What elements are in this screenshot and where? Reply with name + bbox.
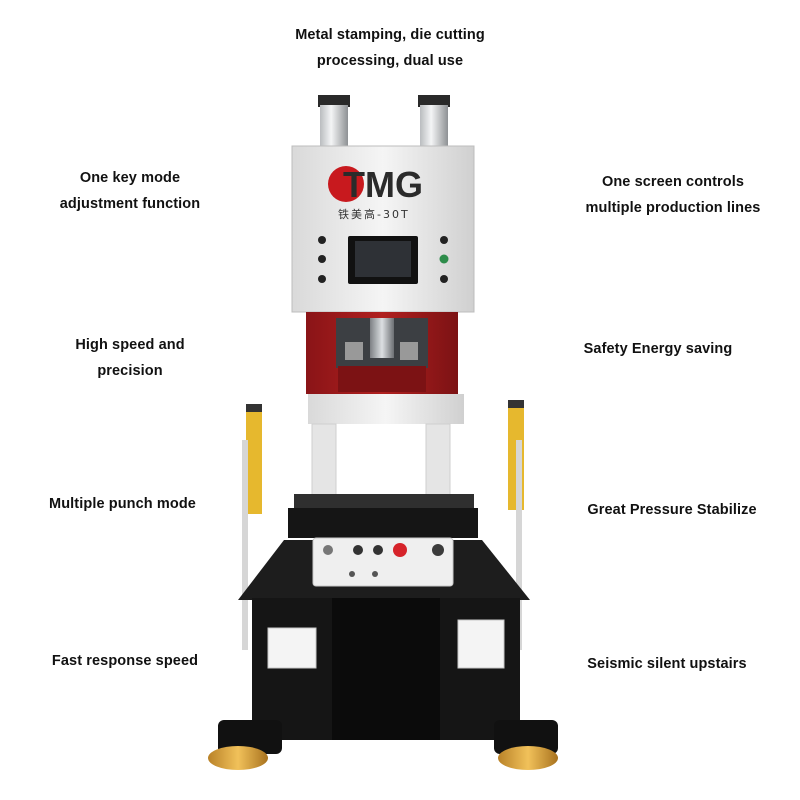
ram-body <box>306 312 458 394</box>
feature-line: Seismic silent upstairs <box>587 656 747 672</box>
feature-multiple-punch-mode: Multiple punch mode <box>30 491 215 517</box>
feature-seismic-silent: Seismic silent upstairs <box>572 651 762 677</box>
feature-high-speed: High speed and precision <box>40 332 220 384</box>
feature-line: precision <box>97 363 163 379</box>
feature-line: multiple production lines <box>585 200 761 216</box>
machine-base <box>238 537 530 740</box>
light-curtain-left <box>242 404 262 650</box>
feature-one-key-mode: One key mode adjustment function <box>40 165 220 217</box>
feature-line: High speed and <box>75 337 185 353</box>
touch-screen <box>355 241 411 277</box>
feature-great-pressure: Great Pressure Stabilize <box>572 497 772 523</box>
feature-line: adjustment function <box>59 196 201 212</box>
feature-line: processing, dual use <box>316 53 464 69</box>
feature-line: One key mode <box>79 170 181 186</box>
logo-circle <box>328 166 364 202</box>
feature-fast-response: Fast response speed <box>40 648 210 674</box>
feature-line: One screen controls <box>601 174 745 190</box>
control-head: TMG 铁美高-30T <box>291 145 475 313</box>
feature-line: Metal stamping, die cutting <box>295 27 485 43</box>
frame-columns <box>308 394 464 511</box>
emergency-stop-button <box>393 543 407 557</box>
green-indicator <box>439 254 449 264</box>
feature-line: Great Pressure Stabilize <box>587 502 757 518</box>
light-curtain-right <box>508 400 524 650</box>
feature-one-screen-controls: One screen controls multiple production … <box>568 169 778 221</box>
feature-line: Safety Energy saving <box>583 341 733 357</box>
feature-metal-stamping: Metal stamping, die cutting processing, … <box>270 22 510 74</box>
die-table <box>288 494 478 538</box>
feature-safety-energy: Safety Energy saving <box>568 336 748 362</box>
feature-line: Multiple punch mode <box>49 496 196 512</box>
feature-line: Fast response speed <box>51 653 199 669</box>
top-cylinders <box>318 95 450 150</box>
base-control-panel <box>312 537 454 587</box>
brand-logo: TMG <box>343 164 423 205</box>
model-label: 铁美高-30T <box>338 207 410 221</box>
feet <box>208 720 558 770</box>
